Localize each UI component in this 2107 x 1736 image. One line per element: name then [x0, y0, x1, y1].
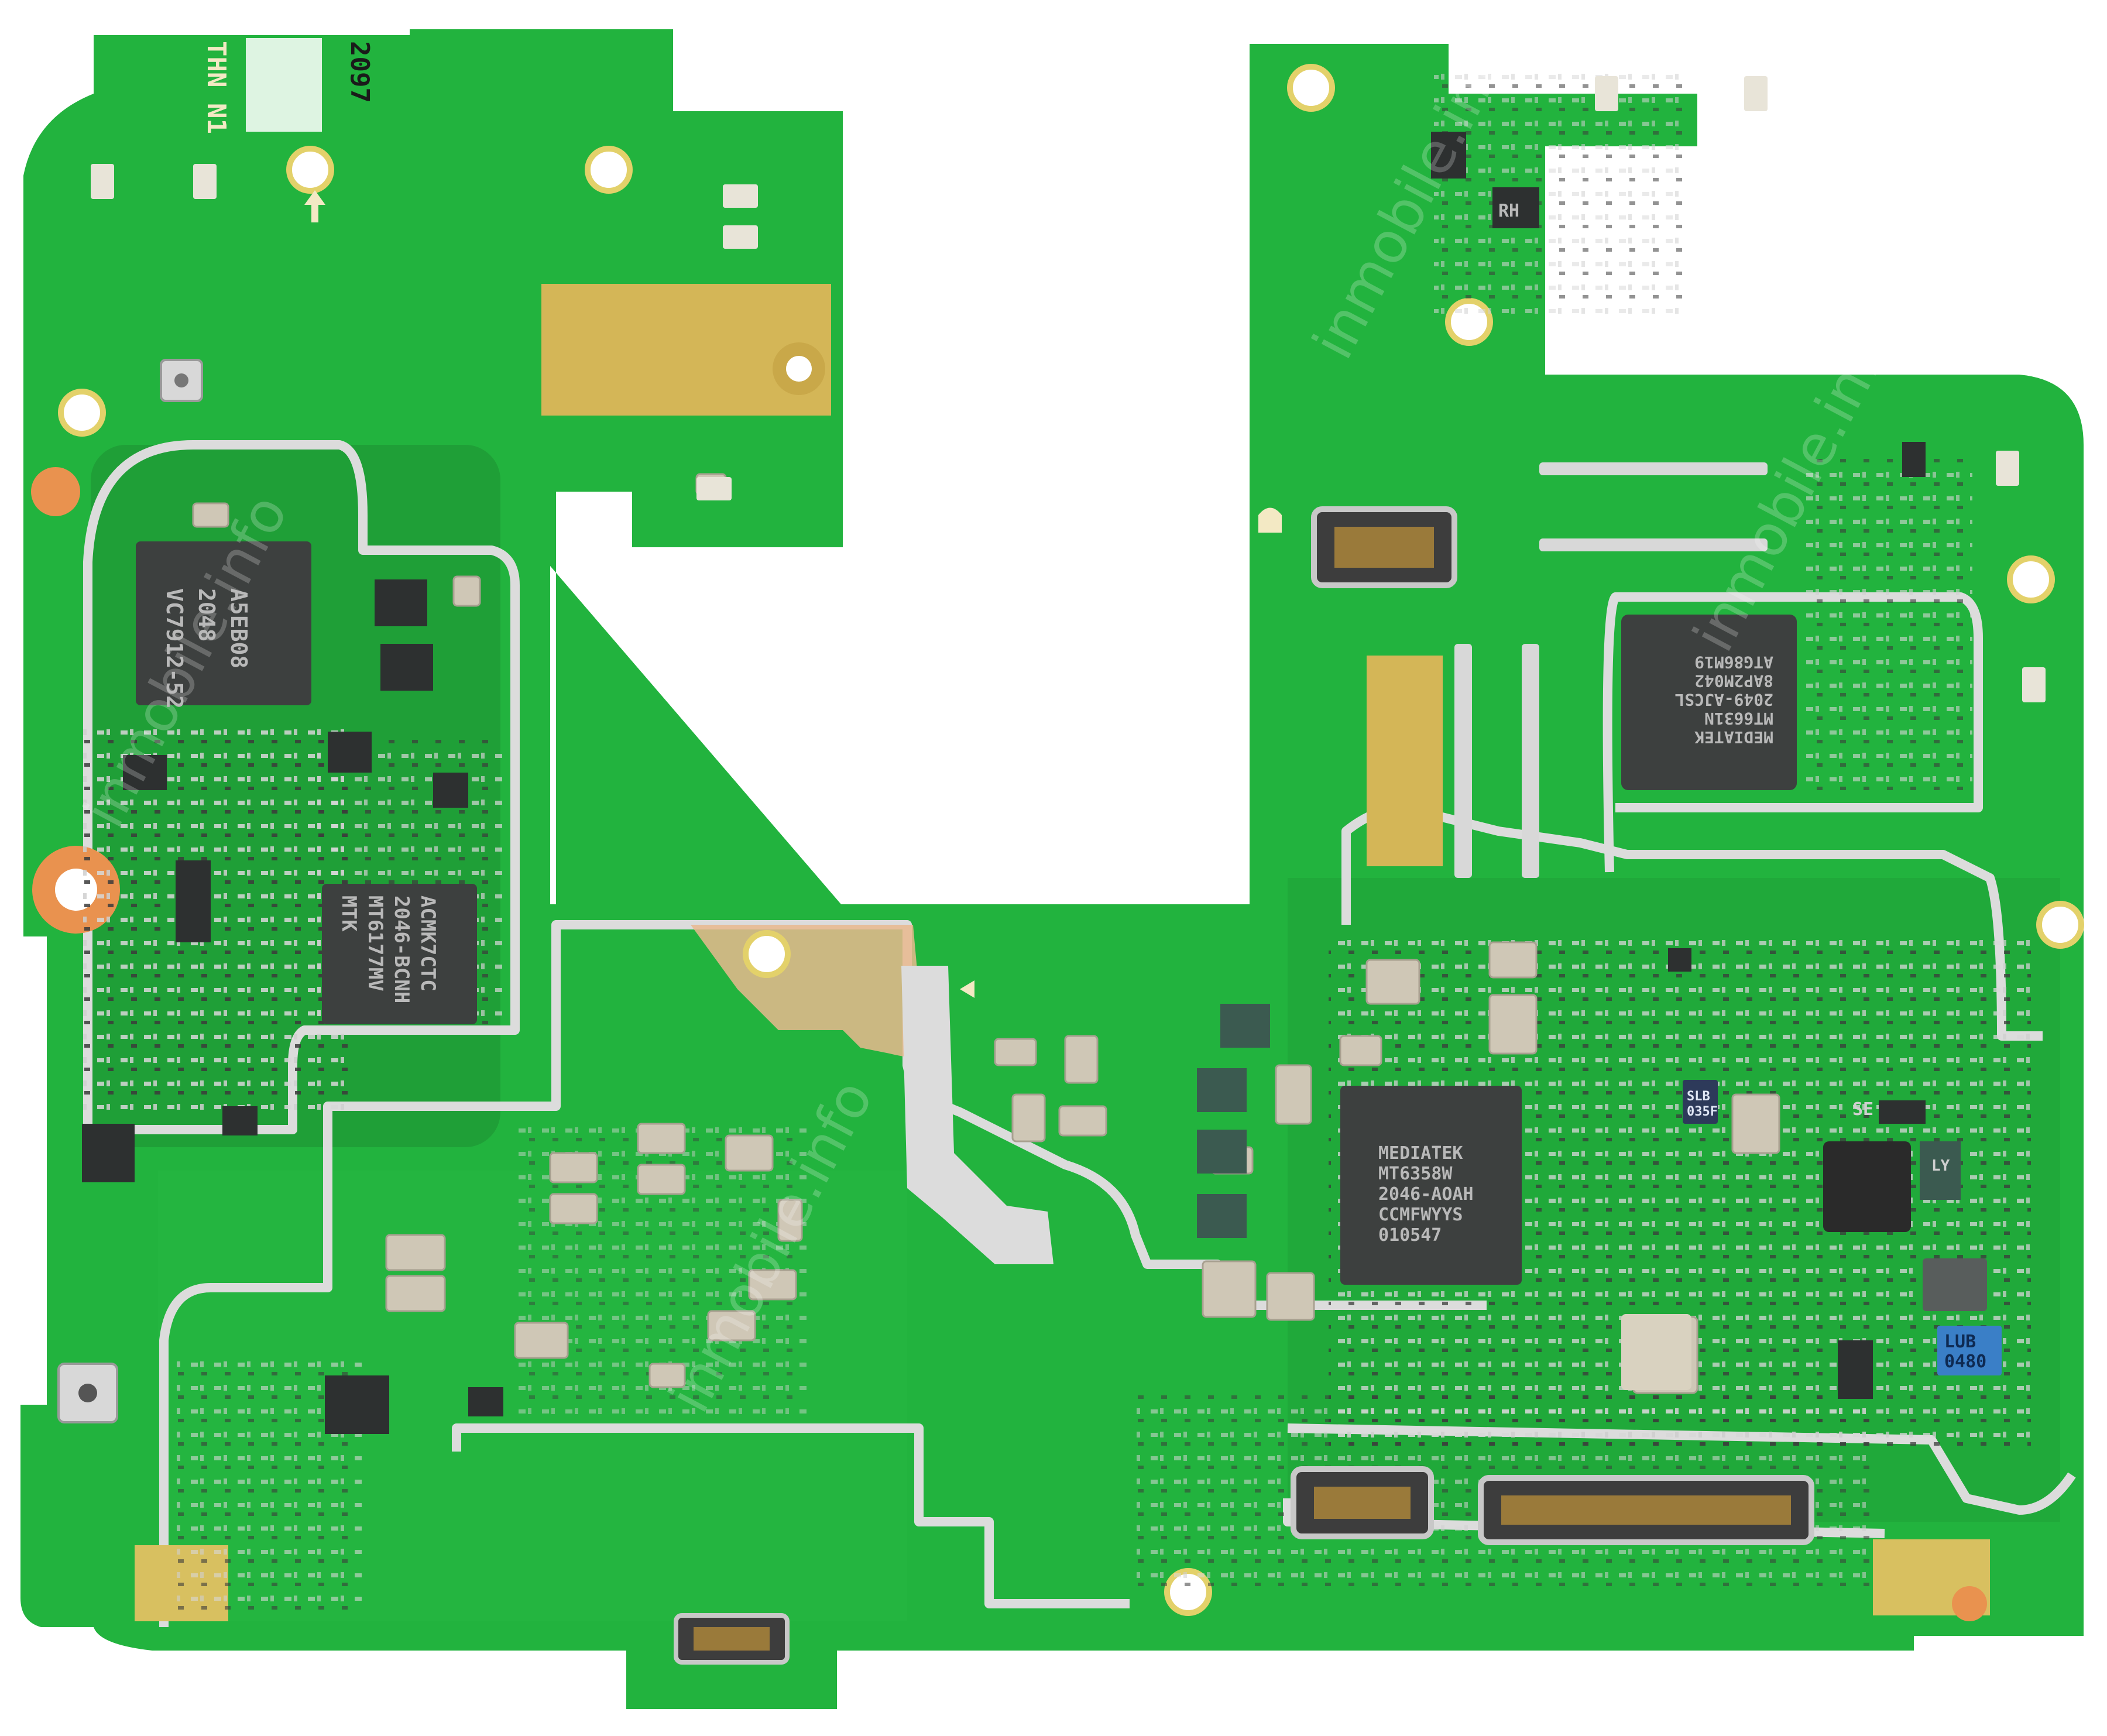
chip-lub: [1937, 1326, 2002, 1375]
silver-ground-strip: [901, 966, 1054, 1264]
chip-slb-line: 035F: [1687, 1104, 1718, 1119]
silk-code: 2097: [345, 41, 375, 103]
chip-wifi-line: 2049-AJCSL: [1674, 690, 1773, 709]
gold-strip-mid: [1367, 656, 1443, 866]
chip-mt6177: [322, 884, 477, 1024]
chip-vc-line: VC7912-52: [162, 588, 187, 709]
chip-pmic-line: 2046-AOAH: [1378, 1184, 1474, 1205]
large-passives: [192, 473, 1780, 1394]
connector-bottom-mid: [1291, 1466, 1434, 1539]
chip-pmic-line: MT6358W: [1378, 1164, 1453, 1184]
power-inductors: [1197, 1004, 1961, 1238]
chip-mtk-line: MT6177MV: [363, 896, 387, 991]
chip-pmic-line: CCMFWYYS: [1378, 1205, 1463, 1225]
connector-bottom-small: [674, 1613, 790, 1665]
chip-mtk-line: ACMK7CTC: [416, 896, 440, 991]
chip-lub-line: LUB: [1944, 1332, 1976, 1352]
inductor-rh: [1823, 1141, 1911, 1232]
mount-holes: [37, 64, 2084, 1616]
copper-ring-br: [1952, 1586, 1987, 1621]
antenna-pin: [174, 373, 188, 387]
silk-arrows: [304, 190, 1282, 998]
chip-wifi-line: 8AP2M042: [1694, 671, 1773, 691]
connector-bottom-wide: [1478, 1475, 1814, 1545]
chip-mt6358: [1340, 1086, 1522, 1285]
datamatrix-code: [246, 38, 322, 132]
chip-ly-mark: LY: [1931, 1157, 1950, 1175]
crystal: [1621, 1314, 1691, 1390]
chip-wifi-line: ATG86M19: [1694, 653, 1773, 672]
antenna-pin: [78, 1384, 97, 1402]
connector-top-mid: [1311, 506, 1457, 588]
mount-hole: [786, 356, 812, 382]
chip-se-mark: SE: [1852, 1099, 1873, 1120]
chip-mtk-line: 2046-BCNH: [390, 896, 413, 1003]
chip-pmic-line: MEDIATEK: [1378, 1143, 1463, 1164]
chip-vc7912: [136, 541, 311, 705]
chip-lub-line: 0480: [1944, 1351, 1986, 1372]
chip-slb: [1683, 1080, 1718, 1124]
chip-slb-line: SLB: [1687, 1089, 1710, 1104]
chip-mt6631: [1621, 615, 1797, 790]
connector-rows-top: [1454, 462, 1768, 878]
component-fields: [82, 70, 2031, 1615]
chip-vc-line: 2048: [194, 588, 219, 642]
chip-wifi-line: MT6631N: [1704, 709, 1773, 728]
test-pads: [91, 76, 2046, 702]
copper-ring: [31, 467, 80, 516]
filter-grey: [1923, 1258, 1987, 1311]
small-ics: [82, 132, 1926, 1434]
chip-rh-mark: RH: [1498, 201, 1519, 221]
chip-wifi-line: MEDIATEK: [1694, 728, 1773, 747]
chip-mtk-line: MTK: [337, 896, 361, 932]
silk-id: THN N1: [201, 41, 231, 134]
chip-pmic-line: 010547: [1378, 1225, 1442, 1246]
chip-vc-line: A5EB08: [226, 588, 252, 668]
